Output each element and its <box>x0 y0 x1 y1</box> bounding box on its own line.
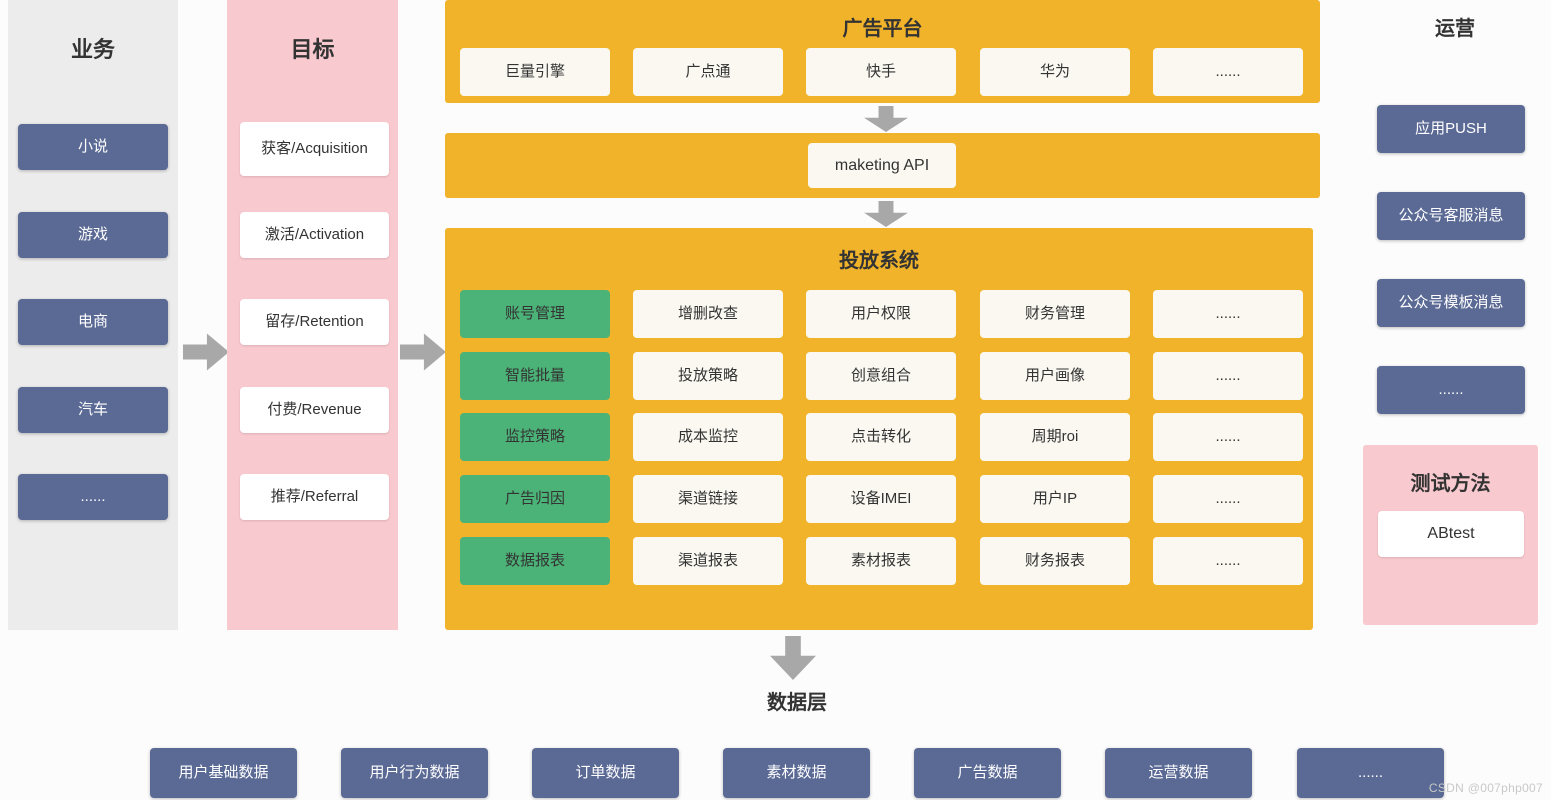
goal-item-activation: 激活/Activation <box>240 212 389 258</box>
data-item-ad: 广告数据 <box>914 748 1061 798</box>
ops-item-push: 应用PUSH <box>1377 105 1525 153</box>
arrow-right-icon <box>183 333 229 371</box>
goals-column: 目标 获客/Acquisition 激活/Activation 留存/Reten… <box>227 0 398 630</box>
platform-item-huawei: 华为 <box>980 48 1130 96</box>
ad-platform-panel: 广告平台 巨量引擎 广点通 快手 华为 ...... <box>445 0 1320 103</box>
delivery-cell: 投放策略 <box>633 352 783 400</box>
delivery-cell: 渠道链接 <box>633 475 783 523</box>
platform-item-kuaishou: 快手 <box>806 48 956 96</box>
data-item-operations: 运营数据 <box>1105 748 1252 798</box>
marketing-api-box: maketing API <box>808 143 956 188</box>
delivery-cell: 渠道报表 <box>633 537 783 585</box>
delivery-cell: ...... <box>1153 290 1303 338</box>
test-methods-panel: 测试方法 ABtest <box>1363 445 1538 625</box>
ops-item-template-message: 公众号模板消息 <box>1377 279 1525 327</box>
business-item-ecommerce: 电商 <box>18 299 168 345</box>
delivery-cell: 财务报表 <box>980 537 1130 585</box>
goal-item-acquisition: 获客/Acquisition <box>240 122 389 176</box>
delivery-cell: 财务管理 <box>980 290 1130 338</box>
business-item-novel: 小说 <box>18 124 168 170</box>
business-item-game: 游戏 <box>18 212 168 258</box>
delivery-cell: ...... <box>1153 537 1303 585</box>
arrow-down-icon <box>864 201 908 227</box>
delivery-cell: 用户权限 <box>806 290 956 338</box>
delivery-cell: 设备IMEI <box>806 475 956 523</box>
goals-title: 目标 <box>290 37 335 62</box>
delivery-cell: ...... <box>1153 352 1303 400</box>
arrow-right-icon <box>400 333 446 371</box>
delivery-cell: 周期roi <box>980 413 1130 461</box>
business-title: 业务 <box>70 37 115 62</box>
data-item-more: ...... <box>1297 748 1444 798</box>
delivery-cell: 用户画像 <box>980 352 1130 400</box>
ops-item-more: ...... <box>1377 366 1525 414</box>
data-item-material: 素材数据 <box>723 748 870 798</box>
delivery-cell: 用户IP <box>980 475 1130 523</box>
delivery-cell: ...... <box>1153 475 1303 523</box>
data-item-user-base: 用户基础数据 <box>150 748 297 798</box>
arrow-down-icon <box>864 106 908 132</box>
platform-item-gdt: 广点通 <box>633 48 783 96</box>
platform-item-more: ...... <box>1153 48 1303 96</box>
watermark: CSDN @007php007 <box>1428 781 1543 795</box>
delivery-module-attribution: 广告归因 <box>460 475 610 523</box>
delivery-module-report: 数据报表 <box>460 537 610 585</box>
delivery-module-monitor: 监控策略 <box>460 413 610 461</box>
delivery-cell: 增删改查 <box>633 290 783 338</box>
data-item-user-behavior: 用户行为数据 <box>341 748 488 798</box>
ad-platform-title: 广告平台 <box>842 18 923 40</box>
delivery-cell: 创意组合 <box>806 352 956 400</box>
delivery-module-account: 账号管理 <box>460 290 610 338</box>
goal-item-revenue: 付费/Revenue <box>240 387 389 433</box>
abtest-box: ABtest <box>1378 511 1524 557</box>
data-item-order: 订单数据 <box>532 748 679 798</box>
delivery-cell: 成本监控 <box>633 413 783 461</box>
delivery-cell: 点击转化 <box>806 413 956 461</box>
platform-item-oceanengine: 巨量引擎 <box>460 48 610 96</box>
marketing-api-bar: maketing API <box>445 133 1320 198</box>
arrow-down-icon <box>770 636 816 680</box>
business-item-more: ...... <box>18 474 168 520</box>
delivery-system-panel: 投放系统 账号管理 增删改查 用户权限 财务管理 ...... 智能批量 投放策… <box>445 228 1313 630</box>
goal-item-referral: 推荐/Referral <box>240 474 389 520</box>
delivery-cell: 素材报表 <box>806 537 956 585</box>
ops-item-service-message: 公众号客服消息 <box>1377 192 1525 240</box>
business-column: 业务 小说 游戏 电商 汽车 ...... <box>8 0 178 630</box>
goal-item-retention: 留存/Retention <box>240 299 389 345</box>
data-layer-title: 数据层 <box>767 692 827 714</box>
business-item-auto: 汽车 <box>18 387 168 433</box>
delivery-system-title: 投放系统 <box>839 250 919 272</box>
delivery-cell: ...... <box>1153 413 1303 461</box>
operations-title: 运营 <box>1435 18 1475 40</box>
delivery-module-batch: 智能批量 <box>460 352 610 400</box>
test-methods-title: 测试方法 <box>1410 473 1491 495</box>
